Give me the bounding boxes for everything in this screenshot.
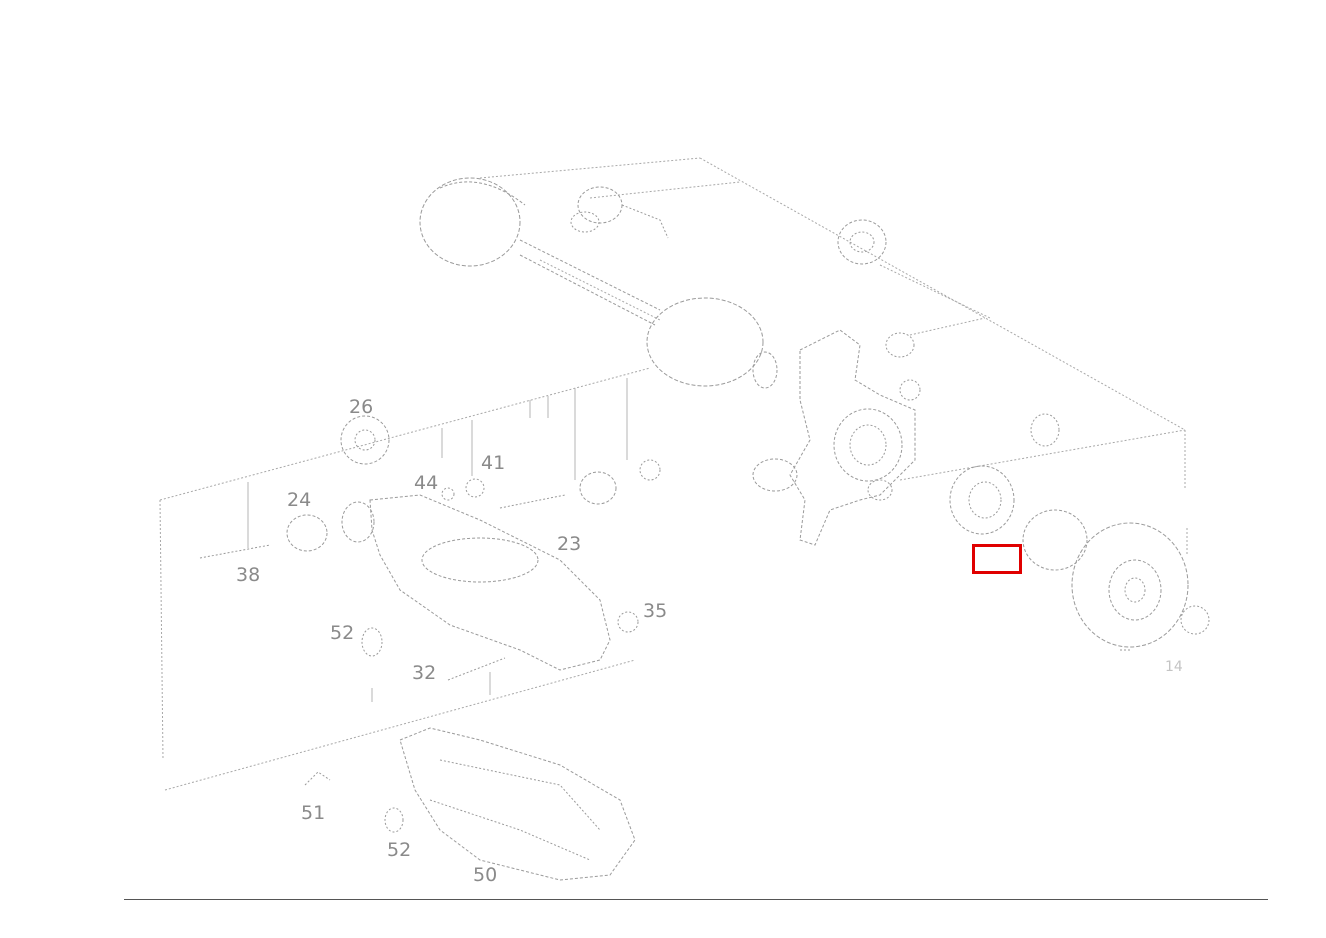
callout-52-upper: 52 <box>330 622 355 644</box>
leader-lines <box>248 378 627 702</box>
lower-shield <box>305 728 635 880</box>
callout-32: 32 <box>412 662 437 684</box>
control-arm <box>200 416 660 680</box>
callout-51: 51 <box>301 802 326 824</box>
callout-14: 14 <box>1165 659 1183 675</box>
drive-shaft <box>420 178 886 388</box>
callout-35: 35 <box>643 600 668 622</box>
callout-44: 44 <box>414 472 439 494</box>
callout-24: 24 <box>287 489 312 511</box>
callout-26: 26 <box>349 396 374 418</box>
knuckle <box>753 330 920 545</box>
frame-lines <box>160 158 1187 790</box>
highlighted-part-hotspot[interactable] <box>972 544 1022 574</box>
callout-23: 23 <box>557 533 582 555</box>
hub-and-disc <box>950 414 1209 650</box>
bottom-divider <box>124 899 1268 900</box>
callout-52-lower: 52 <box>387 839 412 861</box>
callout-50: 50 <box>473 864 498 886</box>
callout-41: 41 <box>481 452 506 474</box>
callout-38: 38 <box>236 564 261 586</box>
